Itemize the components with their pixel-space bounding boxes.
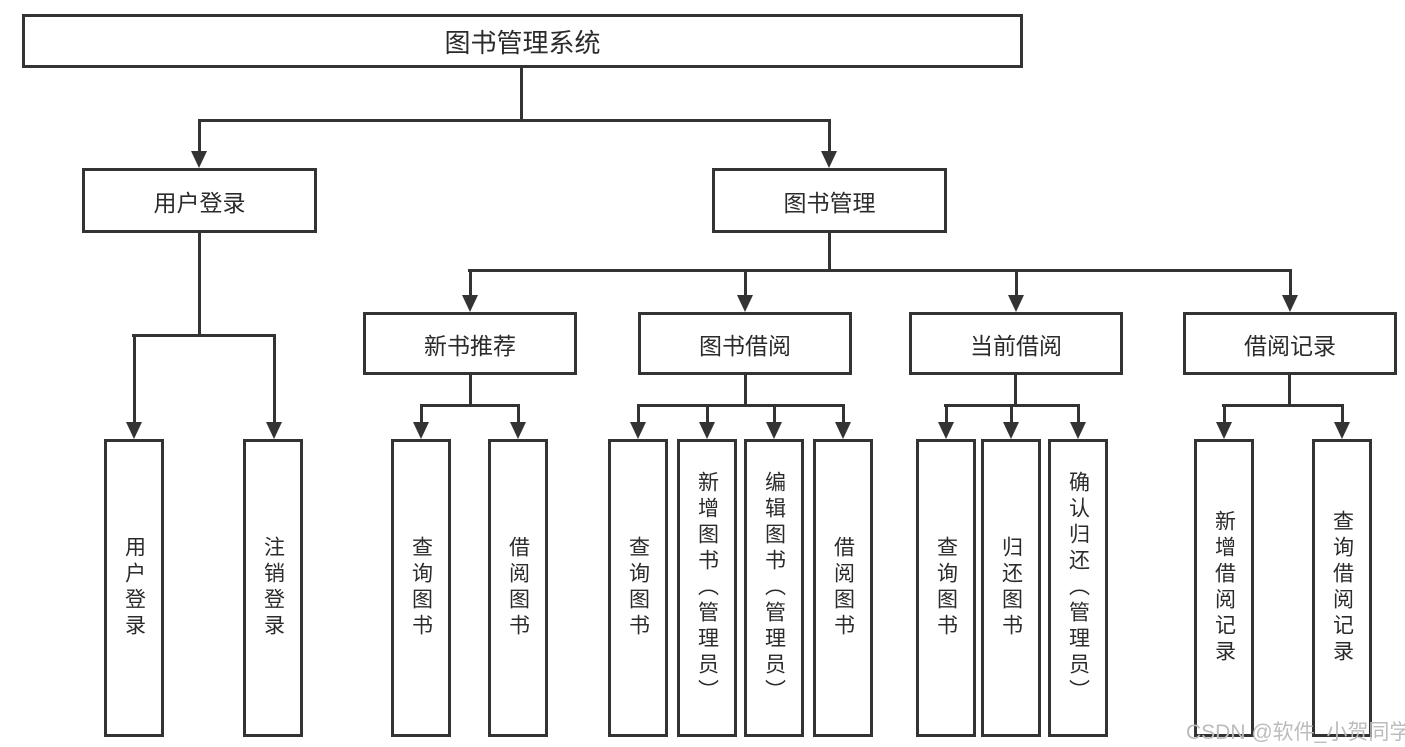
leaf-borrow-book-rec-label: 借阅图书 bbox=[506, 536, 530, 640]
arrow-leaf-add-record bbox=[1216, 404, 1232, 439]
connector-root-stem bbox=[520, 68, 523, 120]
connector-level3-bar bbox=[468, 269, 1292, 272]
connector-book-borrow-bar bbox=[637, 404, 845, 407]
leaf-add-borrow-record-label: 新增借阅记录 bbox=[1212, 510, 1236, 666]
leaf-query-borrow-record-label: 查询借阅记录 bbox=[1330, 510, 1354, 666]
arrow-to-current-borrow bbox=[1008, 269, 1024, 312]
leaf-borrow-book: 借阅图书 bbox=[813, 439, 873, 737]
connector-book-borrow-stem bbox=[744, 375, 747, 406]
leaf-logout-label: 注销登录 bbox=[261, 536, 285, 640]
arrow-to-user-login bbox=[191, 119, 207, 168]
connector-book-mgmt-stem bbox=[828, 233, 831, 271]
connector-new-book-rec-bar bbox=[420, 404, 520, 407]
csdn-watermark: CSDN @软件_小贺同学 bbox=[1186, 721, 1405, 744]
node-borrow-records-label: 借阅记录 bbox=[1244, 332, 1336, 359]
node-new-book-rec: 新书推荐 bbox=[363, 312, 577, 375]
node-current-borrow-label: 当前借阅 bbox=[970, 332, 1062, 359]
arrow-leaf-query-record bbox=[1334, 404, 1350, 439]
leaf-return-book-label: 归还图书 bbox=[999, 536, 1023, 640]
node-user-login: 用户登录 bbox=[82, 168, 317, 233]
leaf-confirm-return-admin: 确认归还（管理员） bbox=[1048, 439, 1108, 737]
leaf-borrow-book-label: 借阅图书 bbox=[831, 536, 855, 640]
leaf-user-login: 用户登录 bbox=[104, 439, 164, 737]
arrow-to-book-borrow bbox=[737, 269, 753, 312]
arrow-leaf-add-book bbox=[699, 404, 715, 439]
leaf-query-book-rec: 查询图书 bbox=[391, 439, 451, 737]
leaf-query-borrow-record: 查询借阅记录 bbox=[1312, 439, 1372, 737]
arrow-to-leaf-user-login bbox=[126, 334, 142, 439]
node-root: 图书管理系统 bbox=[22, 14, 1023, 68]
arrow-leaf-confirm-return bbox=[1070, 404, 1086, 439]
arrow-leaf-query-book-c bbox=[938, 404, 954, 439]
leaf-add-borrow-record: 新增借阅记录 bbox=[1194, 439, 1254, 737]
node-book-mgmt-label: 图书管理 bbox=[783, 189, 876, 216]
leaf-query-book-current: 查询图书 bbox=[916, 439, 976, 737]
node-book-mgmt: 图书管理 bbox=[712, 168, 947, 233]
leaf-edit-book-admin-label: 编辑图书（管理员） bbox=[762, 471, 786, 705]
leaf-add-book-admin: 新增图书（管理员） bbox=[677, 439, 737, 737]
connector-user-login-bar bbox=[132, 334, 275, 337]
node-new-book-rec-label: 新书推荐 bbox=[424, 332, 516, 359]
arrow-leaf-query-book-a bbox=[413, 404, 429, 439]
connector-current-borrow-stem bbox=[1014, 375, 1017, 406]
leaf-logout: 注销登录 bbox=[243, 439, 303, 737]
leaf-user-login-label: 用户登录 bbox=[122, 536, 146, 640]
node-book-borrow: 图书借阅 bbox=[638, 312, 852, 375]
leaf-return-book: 归还图书 bbox=[981, 439, 1041, 737]
connector-borrow-records-stem bbox=[1288, 375, 1291, 406]
arrow-to-new-book-rec bbox=[462, 269, 478, 312]
node-borrow-records: 借阅记录 bbox=[1183, 312, 1397, 375]
arrow-leaf-query-book-b bbox=[630, 404, 646, 439]
node-user-login-label: 用户登录 bbox=[153, 189, 246, 216]
connector-new-book-rec-stem bbox=[469, 375, 472, 406]
arrow-leaf-edit-book bbox=[766, 404, 782, 439]
connector-user-login-stem bbox=[198, 233, 201, 337]
arrow-leaf-borrow-book-b bbox=[835, 404, 851, 439]
arrow-leaf-borrow-book-a bbox=[510, 404, 526, 439]
node-root-label: 图书管理系统 bbox=[444, 27, 601, 58]
leaf-query-book-rec-label: 查询图书 bbox=[409, 536, 433, 640]
leaf-borrow-book-rec: 借阅图书 bbox=[488, 439, 548, 737]
connector-level2-bar bbox=[198, 119, 830, 122]
leaf-query-book-borrow: 查询图书 bbox=[608, 439, 668, 737]
leaf-query-book-current-label: 查询图书 bbox=[934, 536, 958, 640]
arrow-to-borrow-records bbox=[1282, 269, 1298, 312]
connector-borrow-records-bar bbox=[1222, 404, 1344, 407]
leaf-confirm-return-admin-label: 确认归还（管理员） bbox=[1066, 471, 1090, 705]
arrow-to-leaf-logout bbox=[266, 334, 282, 439]
leaf-edit-book-admin: 编辑图书（管理员） bbox=[744, 439, 804, 737]
node-book-borrow-label: 图书借阅 bbox=[699, 332, 791, 359]
leaf-query-book-borrow-label: 查询图书 bbox=[626, 536, 650, 640]
leaf-add-book-admin-label: 新增图书（管理员） bbox=[695, 471, 719, 705]
arrow-to-book-mgmt bbox=[821, 119, 837, 168]
node-current-borrow: 当前借阅 bbox=[909, 312, 1123, 375]
arrow-leaf-return-book bbox=[1003, 404, 1019, 439]
